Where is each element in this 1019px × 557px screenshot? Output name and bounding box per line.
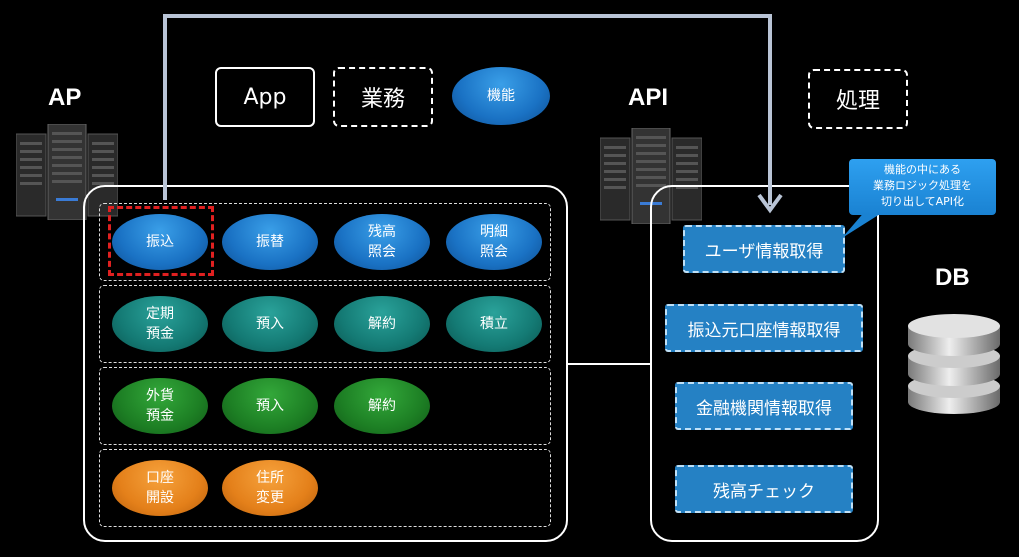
legend-process: 処理 — [808, 69, 908, 129]
func-furikomi: 振込 — [112, 214, 208, 270]
ap-panel — [83, 185, 568, 542]
legend-business: 業務 — [333, 67, 433, 127]
ap-title: AP — [48, 84, 82, 111]
api-get-bank-info: 金融機関情報取得 — [675, 382, 853, 430]
ap-row-deposit — [99, 285, 551, 363]
api-get-user-info: ユーザ情報取得 — [683, 225, 845, 273]
api-title: API — [628, 84, 669, 111]
func-forex-put-in: 預入 — [222, 378, 318, 434]
highlight-box — [108, 206, 214, 276]
func-forex-deposit: 外貨 預金 — [112, 378, 208, 434]
func-deposit: 預入 — [222, 296, 318, 352]
down-arrow-icon — [757, 193, 783, 214]
func-cancel: 解約 — [334, 296, 430, 352]
legend-function: 機能 — [452, 67, 550, 125]
func-address-change: 住所 変更 — [222, 460, 318, 516]
db-title: DB — [935, 264, 970, 291]
ap-server-icon — [16, 124, 118, 220]
func-accumulate: 積立 — [446, 296, 542, 352]
api-get-source-account: 振込元口座情報取得 — [665, 304, 863, 352]
api-server-icon — [600, 128, 702, 224]
ap-row-transfer — [99, 203, 551, 281]
ap-row-forex — [99, 367, 551, 445]
legend-app: App — [215, 67, 315, 127]
api-balance-check: 残高チェック — [675, 465, 853, 513]
ap-row-account — [99, 449, 551, 527]
func-statement-inquiry: 明細 照会 — [446, 214, 542, 270]
database-icon — [908, 314, 1000, 414]
func-forex-cancel: 解約 — [334, 378, 430, 434]
callout-note: 機能の中にある 業務ロジック処理を 切り出してAPI化 — [849, 159, 996, 215]
func-furikae: 振替 — [222, 214, 318, 270]
func-balance-inquiry: 残高 照会 — [334, 214, 430, 270]
func-time-deposit: 定期 預金 — [112, 296, 208, 352]
func-account-open: 口座 開設 — [112, 460, 208, 516]
